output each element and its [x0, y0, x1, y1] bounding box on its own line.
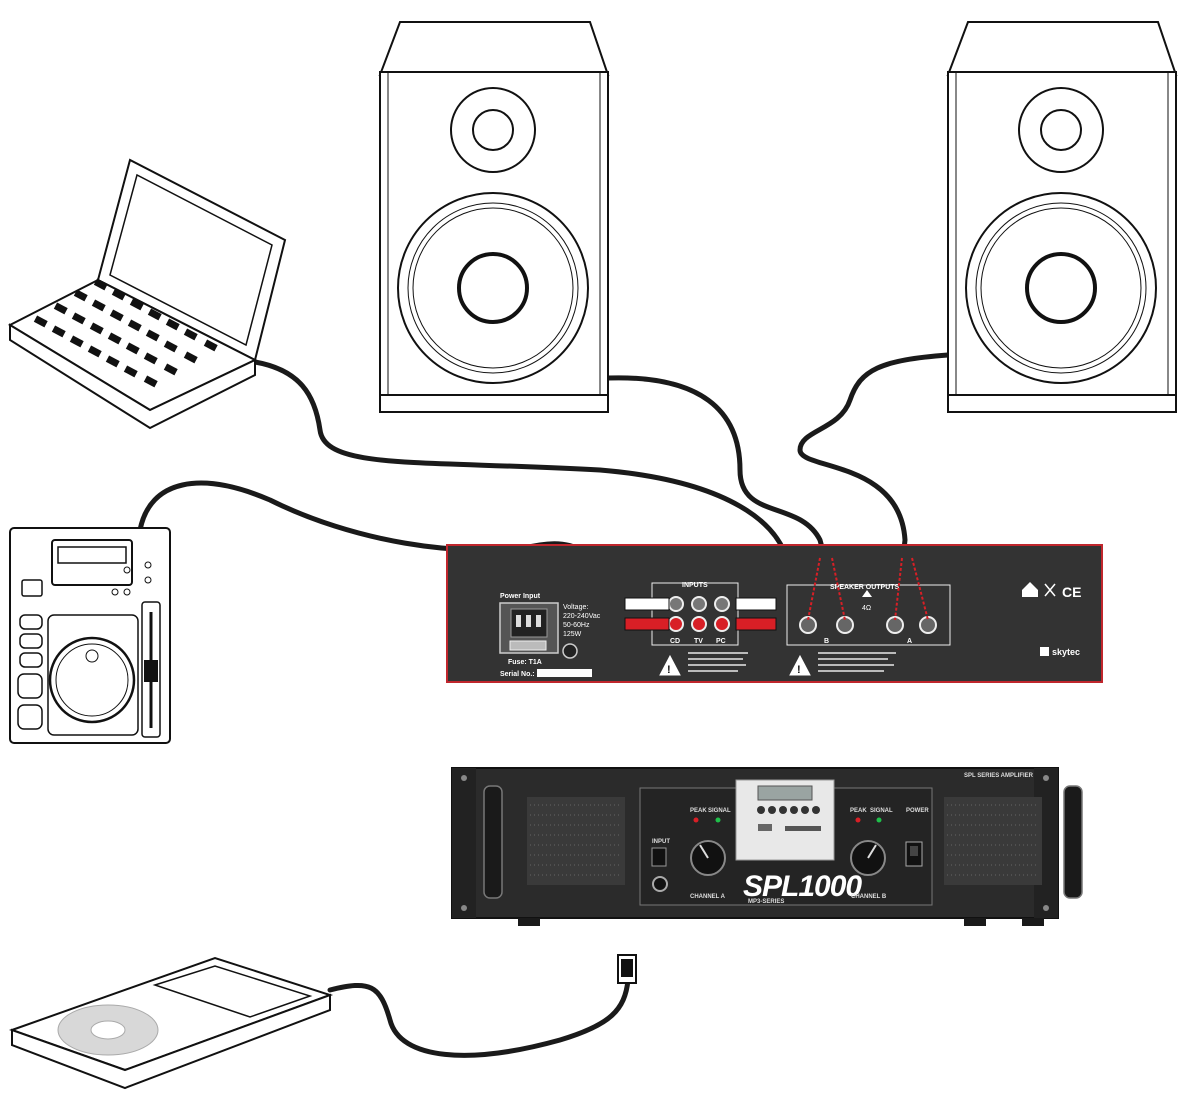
left-handle	[483, 785, 503, 899]
fuse-holder	[562, 643, 578, 659]
input-selector[interactable]	[651, 847, 667, 867]
fuse-label: Fuse: T1A	[508, 659, 542, 666]
rear-panel: Power Input Voltage: 220-240Vac 50-60Hz …	[446, 544, 1103, 683]
mp3-player-cable	[327, 977, 631, 1058]
svg-text:!: !	[797, 664, 801, 676]
right-grille	[944, 797, 1042, 885]
cables	[137, 352, 951, 1058]
amplifier-front: SPL SERIES AMPLIFIER PEAK SIGNAL PEAK SI…	[451, 767, 1083, 926]
left-speaker-cable	[605, 375, 835, 588]
jog-wheel	[48, 636, 136, 724]
power-label: POWER	[906, 808, 929, 814]
right-speaker-cable	[797, 352, 951, 588]
cd-player	[9, 527, 171, 744]
mp3-player	[9, 956, 334, 1090]
signal-label-a: SIGNAL	[708, 808, 731, 814]
brand-name: skytec	[1052, 647, 1080, 657]
series-label: MP3-SERIES	[748, 899, 784, 905]
right-speaker	[946, 21, 1178, 413]
channel-b-label: CHANNEL B	[851, 894, 887, 900]
house-icon	[1022, 582, 1038, 597]
input-pc-label: PC	[716, 638, 726, 645]
speaker-outputs-box	[786, 584, 951, 646]
mp3-display	[757, 785, 813, 801]
speaker-impedance: 4Ω	[862, 605, 871, 612]
usb-plug	[617, 954, 637, 984]
laptop-cable	[252, 359, 793, 613]
voltage-line-3: 50-60Hz	[563, 622, 590, 629]
rca-plug-white-left	[624, 597, 670, 611]
svg-text:!: !	[667, 664, 671, 676]
right-handle	[1063, 785, 1083, 899]
ce-mark: CE	[1062, 584, 1081, 600]
laptop	[7, 158, 287, 430]
signal-label-b: SIGNAL	[870, 808, 893, 814]
warning-icon-right	[789, 654, 811, 676]
input-tv-label: TV	[694, 638, 703, 645]
inputs-box	[651, 582, 739, 646]
rca-plug-red-left	[624, 617, 670, 631]
input-cd-label: CD	[670, 638, 680, 645]
rca-plug-white-right	[735, 597, 777, 611]
voltage-line-2: 220-240Vac	[563, 613, 601, 620]
channel-b-mark: B	[824, 638, 829, 645]
channel-a-mark: A	[907, 638, 912, 645]
weee-bin-icon	[1044, 583, 1056, 597]
left-speaker	[378, 21, 610, 413]
inputs-title: INPUTS	[682, 582, 708, 589]
input-label: INPUT	[652, 839, 670, 845]
model-name: SPL1000	[743, 870, 862, 903]
amp-top-label: SPL SERIES AMPLIFIER	[964, 773, 1034, 779]
voltage-line-4: 125W	[563, 631, 582, 638]
rca-plug-red-right	[735, 617, 777, 631]
voltage-line-1: Voltage:	[563, 604, 588, 611]
channel-a-label: CHANNEL A	[690, 894, 726, 900]
left-grille	[527, 797, 625, 885]
laptop-keyboard	[33, 278, 218, 388]
speaker-outputs-title: SPEAKER OUTPUTS	[830, 584, 900, 591]
serial-label: Serial No.:	[500, 671, 535, 678]
aux-jack[interactable]	[652, 876, 668, 892]
peak-label-a: PEAK	[690, 808, 707, 814]
peak-label-b: PEAK	[850, 808, 867, 814]
brand-logo-icon	[1040, 647, 1049, 656]
power-input-label: Power Input	[500, 593, 541, 600]
pitch-fader	[144, 660, 158, 682]
warning-icon-left	[659, 654, 681, 676]
